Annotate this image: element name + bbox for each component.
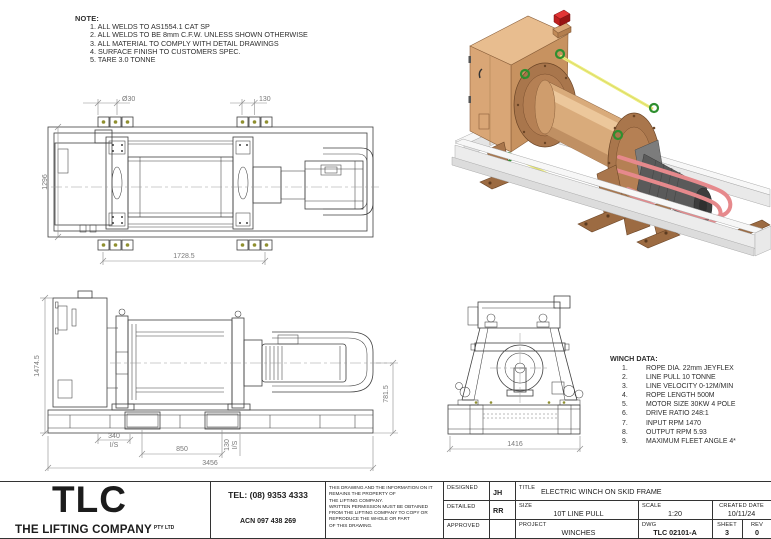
scale-value: 1:20 <box>668 509 682 518</box>
end-elevation-view: 1416 <box>446 295 584 453</box>
winch-data-item: 4.ROPE LENGTH 500M <box>622 392 715 400</box>
dwg-label: DWG <box>642 522 657 528</box>
created-date-label: CREATED DATE <box>719 503 764 509</box>
drawing-title: ELECTRIC WINCH ON SKID FRAME <box>541 487 662 496</box>
dim-hole-dia: Ø30 <box>122 96 135 103</box>
notes-block: NOTE: 1. ALL WELDS TO AS1554.1 CAT SP 2.… <box>75 14 308 64</box>
rev-label: REV <box>750 522 764 528</box>
winch-data-item: 7.INPUT RPM 1470 <box>622 419 702 427</box>
company-logo: TLC <box>52 479 127 520</box>
winch-data-item: 1.ROPE DIA. 22mm JEYFLEX <box>622 365 734 372</box>
isometric-view <box>451 9 771 257</box>
dwg-number: TLC 02101-A <box>653 528 697 537</box>
scale-label: SCALE <box>642 503 662 509</box>
disclaimer: THIS DRAWING AND THE INFORMATION ON IT R… <box>329 485 433 528</box>
dim-pocket-width: 130 <box>224 439 231 451</box>
dim-overall-height: 1474.5 <box>34 355 41 377</box>
winch-data-item: 5.MOTOR SIZE 30KW 4 POLE <box>622 401 736 409</box>
winch-data-item: 6.DRIVE RATIO 248:1 <box>622 410 709 418</box>
dim-pocket-width-note: I/S <box>232 440 239 449</box>
winch-data-block: WINCH DATA: 1.ROPE DIA. 22mm JEYFLEX 2.L… <box>610 354 770 446</box>
project-value: WINCHES <box>561 528 596 537</box>
winch-data-item: 3.LINE VELOCITY 0-12M/MIN <box>622 383 734 391</box>
note-item: 1. ALL WELDS TO AS1554.1 CAT SP <box>90 22 210 31</box>
company-phone: TEL: (08) 9353 4333 <box>228 490 308 500</box>
dim-pocket-centres: 850 <box>176 446 188 453</box>
winch-data-heading: WINCH DATA: <box>610 354 658 363</box>
note-item: 3. ALL MATERIAL TO COMPLY WITH DETAIL DR… <box>90 38 279 48</box>
cabinet-hinge <box>468 96 471 103</box>
dim-bolt-pitch: 130 <box>259 96 271 103</box>
created-date-value: 10/11/24 <box>727 509 756 518</box>
note-item: 5. TARE 3.0 TONNE <box>90 55 156 65</box>
dim-frame-width: 1296 <box>42 174 49 190</box>
winch-data-item: 9.MAXIMUM FLEET ANGLE 4* <box>622 437 736 445</box>
plan-bolts <box>101 120 269 247</box>
winch-data-item: 8.OUTPUT RPM 5.93 <box>622 428 707 436</box>
detailed-value: RR <box>493 506 504 515</box>
dim-plate-span: 1728.5 <box>173 253 195 260</box>
sheet-label: SHEET <box>717 522 737 528</box>
note-item: 4. SURFACE FINISH TO CUSTOMERS SPEC. <box>90 46 241 56</box>
project-label: PROJECT <box>519 522 547 528</box>
iso-front-rail <box>451 138 771 257</box>
designed-value: JH <box>493 488 503 497</box>
company-acn: ACN 097 438 269 <box>239 518 297 525</box>
iso-drum <box>534 79 623 175</box>
estop-button <box>553 9 571 27</box>
cabinet-handle <box>478 68 483 79</box>
detailed-label: DETAILED <box>447 504 476 510</box>
cabinet-hinge <box>468 56 471 63</box>
dim-end-overall-width: 1416 <box>507 441 523 448</box>
size-label: SIZE <box>519 503 533 509</box>
approved-label: APPROVED <box>447 523 480 529</box>
plan-view: Ø30 130 1296 1728.5 <box>42 96 379 265</box>
notes-heading: NOTE: <box>75 14 99 23</box>
dim-drum-centre-height: 781.5 <box>383 385 390 403</box>
size-value: 10T LINE PULL <box>553 509 604 518</box>
dim-pocket-offset: 340 <box>108 433 120 440</box>
rev-value: 0 <box>755 528 759 537</box>
side-elevation-view: 1474.5 781.5 340 I/S 850 130 I/S 3456 <box>34 290 398 472</box>
title-label: TITLE <box>519 485 536 491</box>
winch-data-item: 2.LINE PULL 10 TONNE <box>622 374 716 382</box>
dim-pocket-offset-note: I/S <box>110 442 119 449</box>
dim-overall-length: 3456 <box>202 460 218 467</box>
sheet-value: 3 <box>725 528 729 537</box>
note-item: 2. ALL WELDS TO BE 8mm C.F.W. UNLESS SHO… <box>90 30 308 40</box>
designed-label: DESIGNED <box>447 485 478 491</box>
